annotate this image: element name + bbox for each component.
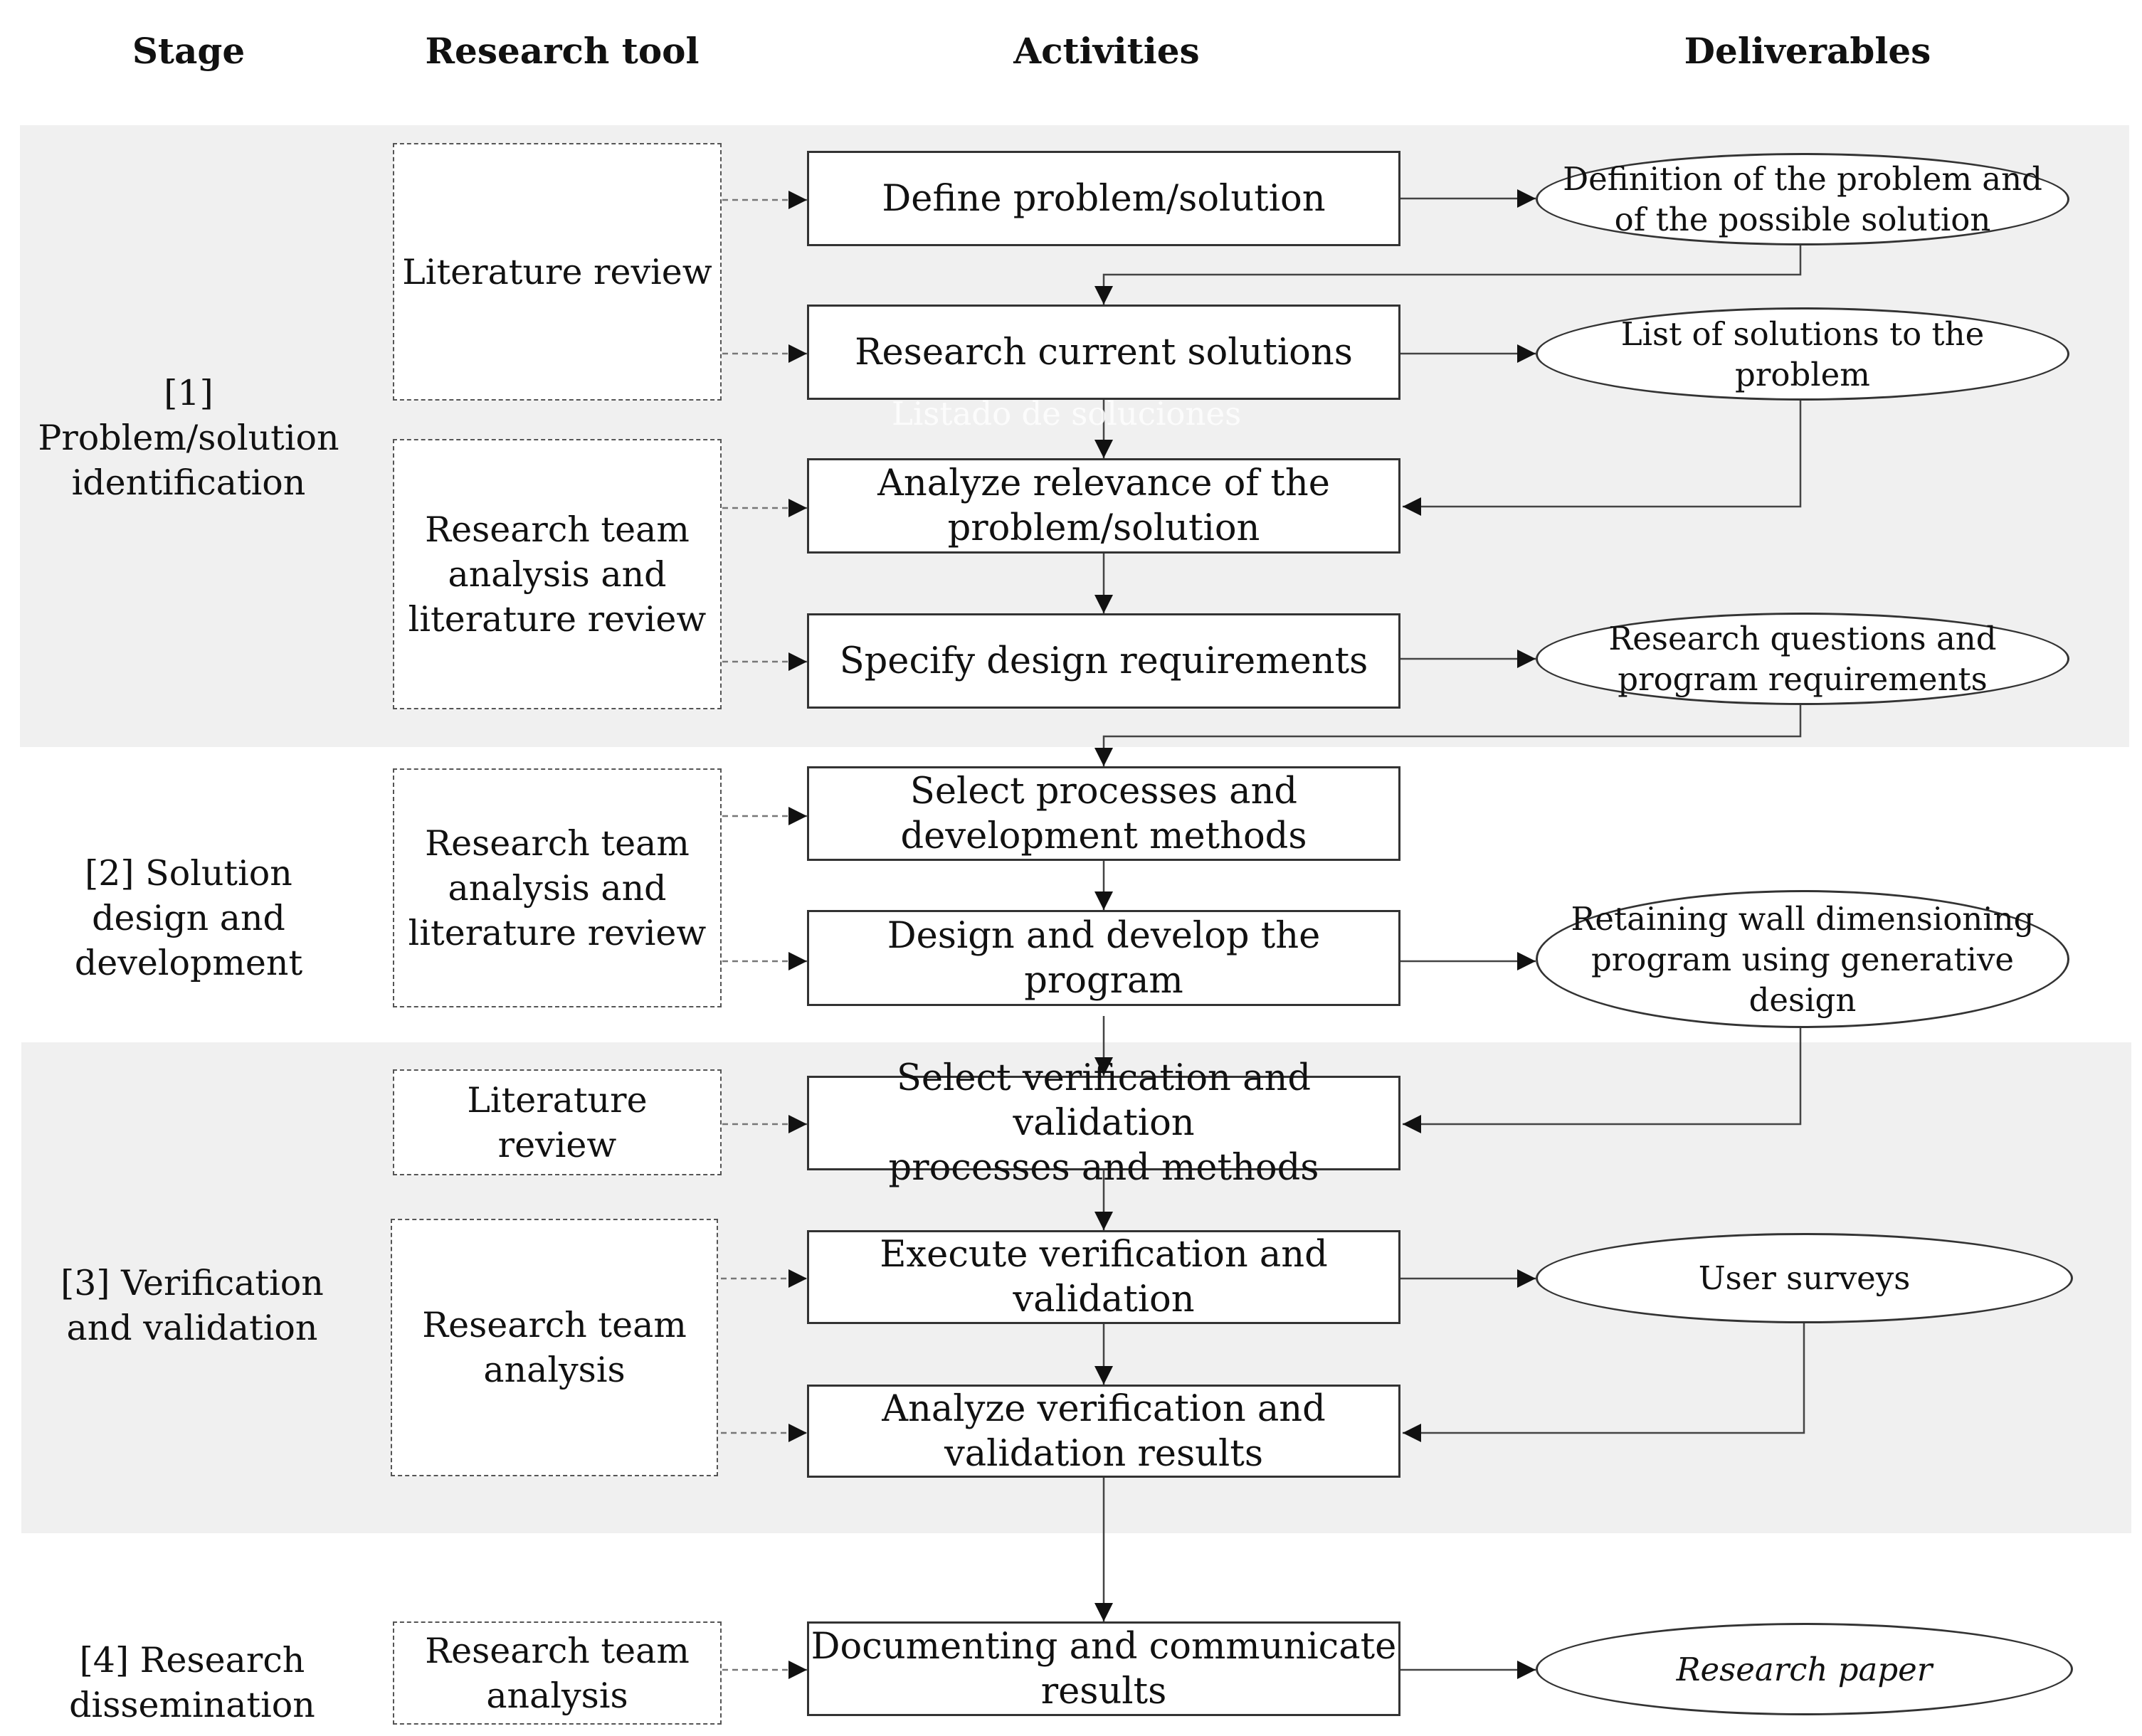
deliverable-dimensioning-program: Retaining wall dimensioning program usin… — [1536, 890, 2069, 1028]
ghost-text: Listado de soluciones — [892, 395, 1242, 433]
deliverable-user-surveys: User surveys — [1536, 1233, 2073, 1323]
deliverable-problem-definition: Definition of the problem and of the pos… — [1536, 153, 2069, 245]
activity-design-develop: Design and develop the program — [807, 910, 1400, 1006]
activity-documenting-results: Documenting and communicate results — [807, 1621, 1400, 1716]
deliverable-solutions-list: List of solutions to the problem — [1536, 307, 2069, 401]
tool-box-3: Research team analysis and literature re… — [393, 768, 722, 1007]
activity-define-problem: Define problem/solution — [807, 151, 1400, 246]
arrow-d1-a2 — [1094, 245, 1802, 305]
activity-analyze-verification: Analyze verification and validation resu… — [807, 1385, 1400, 1478]
tool-box-4: Literature review — [393, 1069, 722, 1175]
tool-box-1: Literature review — [393, 143, 722, 401]
stage-3-label: [3] Verification and validation — [60, 1263, 324, 1348]
activity-analyze-relevance: Analyze relevance of the problem/solutio… — [807, 458, 1400, 554]
tool-box-6: Research team analysis — [393, 1621, 722, 1725]
header-research-tool: Research tool — [425, 30, 700, 72]
arrow-d3-a5 — [1094, 705, 1802, 766]
arrow-d4-a7 — [1403, 1028, 1802, 1133]
activity-research-solutions: Research current solutions — [807, 305, 1400, 400]
activity-select-verification: Select verification and validation proce… — [807, 1057, 1400, 1189]
tool-box-5: Research team analysis — [391, 1219, 718, 1476]
activity-specify-requirements: Specify design requirements — [807, 613, 1400, 709]
stage-4-label: [4] Research dissemination — [69, 1640, 315, 1725]
arrow-d2-a3 — [1403, 401, 1802, 516]
activity-select-processes: Select processes and development methods — [807, 766, 1400, 861]
activity-execute-verification: Execute verification and validation — [807, 1230, 1400, 1324]
arrow-d5-a9 — [1403, 1323, 1805, 1442]
header-deliverables: Deliverables — [1684, 30, 1931, 72]
deliverable-research-questions: Research questions and program requireme… — [1536, 613, 2069, 705]
tool-box-2: Research team analysis and literature re… — [393, 439, 722, 709]
stage-2-label: [2] Solution design and development — [74, 852, 303, 983]
header-stage: Stage — [132, 30, 246, 72]
header-activities: Activities — [1013, 30, 1200, 72]
deliverable-research-paper: Research paper — [1536, 1623, 2073, 1715]
stage-1-label: [1] Problem/solution identification — [38, 372, 339, 503]
